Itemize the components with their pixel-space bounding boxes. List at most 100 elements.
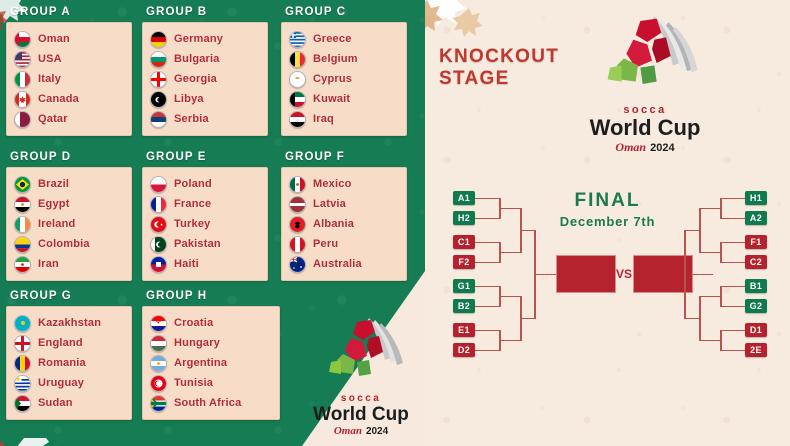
seed-b2[interactable]: B2 [453, 299, 475, 313]
seed-e1[interactable]: E1 [453, 323, 475, 337]
team-row[interactable]: Turkey [150, 214, 261, 234]
seed-d2[interactable]: D2 [453, 343, 475, 357]
team-row[interactable]: Colombia [14, 234, 125, 254]
team-row[interactable]: Oman [14, 29, 125, 49]
team-row[interactable]: Albania [289, 214, 400, 234]
team-row[interactable]: Qatar [14, 109, 125, 129]
team-name: Croatia [174, 317, 214, 329]
seed-c2[interactable]: C2 [745, 255, 767, 269]
team-row[interactable]: ۞Iraq [289, 109, 400, 129]
logo-small: socca World Cup Oman 2024 [300, 305, 422, 437]
team-row[interactable]: South Africa [150, 393, 273, 413]
team-row[interactable]: Iran [14, 254, 125, 274]
groups-grid: GROUP A Oman USA Italy Canada Qatar GROU… [6, 6, 407, 420]
team-name: Belgium [313, 53, 358, 65]
seed-a1[interactable]: A1 [453, 191, 475, 205]
team-row[interactable]: Brazil [14, 174, 125, 194]
knockout-panel: KNOCKOUT STAGE socca [425, 0, 790, 446]
brazil-flag [14, 175, 31, 193]
seed-h1[interactable]: H1 [745, 191, 767, 205]
team-row[interactable]: Bulgaria [150, 49, 261, 69]
team-row[interactable]: Libya [150, 89, 261, 109]
team-row[interactable]: Georgia [150, 69, 261, 89]
serbia-flag [150, 110, 167, 128]
bracket-line [699, 295, 701, 341]
canada-flag [14, 90, 31, 108]
team-row[interactable]: Greece [289, 29, 400, 49]
team-name: Uruguay [38, 377, 85, 389]
argentina-flag [150, 354, 167, 372]
south-africa-flag [150, 394, 167, 412]
seed-c1[interactable]: C1 [453, 235, 475, 249]
seed-f2[interactable]: F2 [453, 255, 475, 269]
bracket-line [520, 229, 535, 232]
knockout-stage-heading: KNOCKOUT STAGE [439, 46, 559, 90]
logo-year-text: 2024 [650, 142, 675, 154]
vs-label: VS [616, 267, 633, 281]
group-title-c: GROUP C [285, 6, 347, 18]
team-row[interactable]: Pakistan [150, 234, 261, 254]
team-row[interactable]: Croatia [150, 313, 273, 333]
team-row[interactable]: Romania [14, 353, 125, 373]
team-row[interactable]: Mexico [289, 174, 400, 194]
team-name: Tunisia [174, 377, 214, 389]
team-name: Cyprus [313, 73, 353, 85]
bracket-line [720, 329, 745, 332]
bracket-line [534, 273, 556, 276]
team-row[interactable]: Peru [289, 234, 400, 254]
team-row[interactable]: Egypt [14, 194, 125, 214]
socca-emblem-icon [329, 318, 403, 376]
team-row[interactable]: Serbia [150, 109, 261, 129]
team-row[interactable]: Uruguay [14, 373, 125, 393]
seed-g2[interactable]: G2 [745, 299, 767, 313]
team-row[interactable]: Germany [150, 29, 261, 49]
team-name: England [38, 337, 83, 349]
team-row[interactable]: France [150, 194, 261, 214]
team-row[interactable]: Latvia [289, 194, 400, 214]
socca-emblem-icon-large [607, 16, 698, 84]
team-row[interactable]: Argentina [150, 353, 273, 373]
seed-g1[interactable]: G1 [453, 279, 475, 293]
team-row[interactable]: Tunisia [150, 373, 273, 393]
team-name: Oman [38, 33, 70, 45]
kuwait-flag [289, 90, 306, 108]
team-row[interactable]: Kuwait [289, 89, 400, 109]
team-row[interactable]: Sudan [14, 393, 125, 413]
seed-b1[interactable]: B1 [745, 279, 767, 293]
team-row[interactable]: Canada [14, 89, 125, 109]
team-row[interactable]: Ireland [14, 214, 125, 234]
sudan-flag [14, 394, 31, 412]
team-row[interactable]: Belgium [289, 49, 400, 69]
seed-a2[interactable]: A2 [745, 211, 767, 225]
group-title-f: GROUP F [285, 151, 345, 163]
seed-d1[interactable]: D1 [745, 323, 767, 337]
bracket-line [499, 295, 521, 298]
bracket-line [699, 207, 721, 210]
seed-f1[interactable]: F1 [745, 235, 767, 249]
seed-e2[interactable]: 2E [745, 343, 767, 357]
team-row[interactable]: Italy [14, 69, 125, 89]
final-slot-left[interactable] [556, 255, 616, 293]
team-name: Latvia [313, 198, 346, 210]
group-block-b: GROUP B Germany Bulgaria Georgia Libya S… [142, 6, 268, 136]
team-row[interactable]: England [14, 333, 125, 353]
logo-world-cup-text: World Cup [589, 115, 701, 140]
albania-flag [289, 215, 306, 233]
iran-flag [14, 255, 31, 273]
team-row[interactable]: Haiti [150, 254, 261, 274]
bracket-line [475, 261, 500, 264]
team-row[interactable]: Kazakhstan [14, 313, 125, 333]
group-box-f: Mexico Latvia Albania Peru Australia [281, 167, 407, 281]
team-row[interactable]: Australia [289, 254, 400, 274]
seed-h2[interactable]: H2 [453, 211, 475, 225]
team-name: Greece [313, 33, 352, 45]
team-name: South Africa [174, 397, 242, 409]
group-block-d: GROUP D Brazil Egypt Ireland Colombia Ir… [6, 151, 132, 281]
team-row[interactable]: USA [14, 49, 125, 69]
team-row[interactable]: Cyprus [289, 69, 400, 89]
team-name: Albania [313, 218, 355, 230]
final-slot-right[interactable] [633, 255, 693, 293]
team-row[interactable]: Poland [150, 174, 261, 194]
team-row[interactable]: Hungary [150, 333, 273, 353]
